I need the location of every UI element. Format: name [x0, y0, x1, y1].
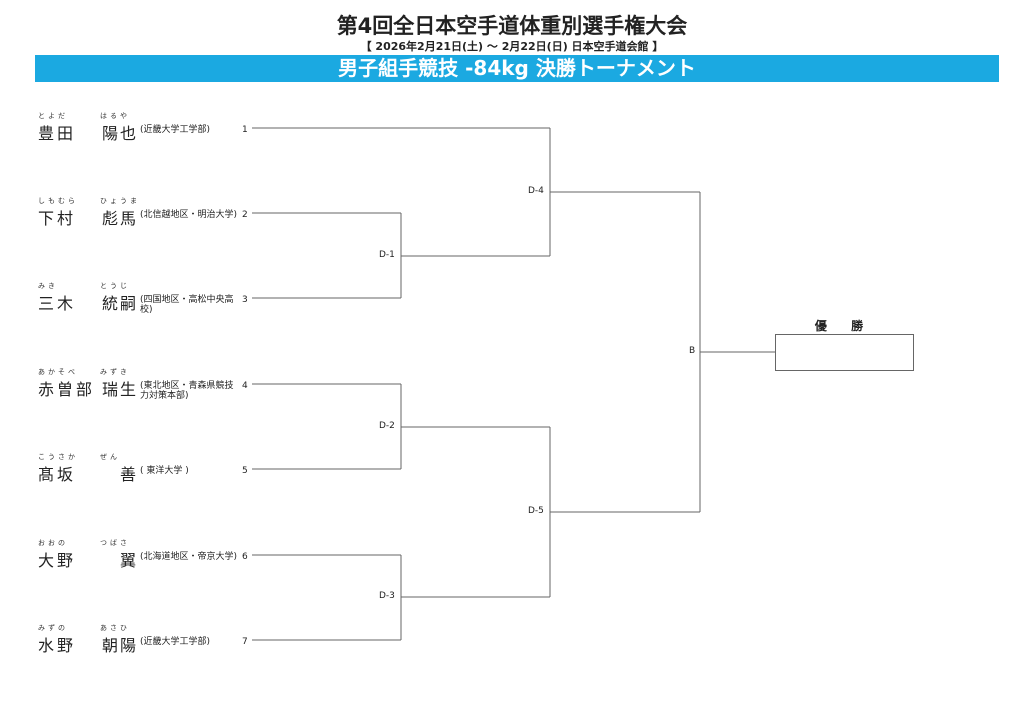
- match-label-b: B: [689, 346, 696, 356]
- given-name: 善: [119, 465, 138, 484]
- affiliation: (北信越地区・明治大学): [140, 210, 238, 220]
- match-label-d3: D-3: [379, 591, 395, 601]
- affiliation: (四国地区・高松中央高校): [140, 295, 234, 315]
- family-name: 豊田: [38, 124, 77, 143]
- family-name-kana: みき: [38, 282, 58, 290]
- family-name-kana: こうさか: [38, 453, 78, 461]
- given-name: 瑞生: [101, 380, 138, 399]
- family-name: 赤曽部: [38, 380, 96, 399]
- affiliation: (近畿大学工学部): [140, 125, 211, 135]
- affiliation: (東北地区・青森県競技力対策本部): [140, 381, 234, 401]
- bracket-banner: 男子組手競技 -84kg 決勝トーナメント: [35, 55, 999, 82]
- family-name: 水野: [38, 636, 77, 655]
- winner-box: [775, 334, 914, 371]
- page-title: 第4回全日本空手道体重別選手権大会: [336, 14, 688, 38]
- seed-number: 1: [242, 125, 248, 135]
- given-name: 翼: [119, 551, 138, 570]
- seed-number: 5: [242, 466, 248, 476]
- match-label-d2: D-2: [379, 421, 395, 431]
- given-name: 統嗣: [101, 294, 138, 313]
- seed-number: 7: [242, 637, 248, 647]
- player-entry: とよだ豊田 はるや陽也(近畿大学工学部) 1: [38, 112, 250, 146]
- seed-number: 6: [242, 552, 248, 562]
- player-entry: おおの大野 つばさ翼(北海道地区・帝京大学) 6: [38, 539, 250, 573]
- given-name: 彪馬: [101, 209, 138, 228]
- match-label-d5: D-5: [528, 506, 544, 516]
- family-name-kana: おおの: [38, 539, 68, 547]
- given-name-kana: ひょうま: [100, 197, 140, 205]
- given-name-kana: とうじ: [100, 282, 130, 290]
- given-name-kana: つばさ: [100, 539, 130, 547]
- player-entry: みずの水野 あさひ朝陽(近畿大学工学部) 7: [38, 624, 250, 658]
- family-name-kana: とよだ: [38, 112, 68, 120]
- match-label-d1: D-1: [379, 250, 395, 260]
- player-entry: しもむら下村 ひょうま彪馬(北信越地区・明治大学) 2: [38, 197, 250, 231]
- given-name-kana: みずき: [100, 368, 130, 376]
- family-name-kana: あかそべ: [38, 368, 78, 376]
- player-entry: みき三木 とうじ統嗣(四国地区・高松中央高校) 3: [38, 282, 250, 316]
- given-name-kana: ぜん: [100, 453, 120, 461]
- family-name-kana: しもむら: [38, 197, 78, 205]
- given-name-kana: はるや: [100, 112, 130, 120]
- family-name: 下村: [38, 209, 77, 228]
- seed-number: 4: [242, 381, 248, 391]
- winner-label: 優 勝: [814, 319, 874, 333]
- family-name: 大野: [38, 551, 77, 570]
- family-name: 三木: [38, 294, 77, 313]
- event-dates-venue: 【 2026年2月21日(土) ～ 2月22日(日) 日本空手道会館 】: [360, 40, 664, 53]
- affiliation: (近畿大学工学部): [140, 637, 211, 647]
- seed-number: 3: [242, 295, 248, 305]
- given-name-kana: あさひ: [100, 624, 130, 632]
- affiliation: ( 東洋大学 ): [140, 466, 189, 476]
- given-name: 朝陽: [101, 636, 138, 655]
- affiliation: (北海道地区・帝京大学): [140, 552, 238, 562]
- seed-number: 2: [242, 210, 248, 220]
- given-name: 陽也: [101, 124, 138, 143]
- family-name-kana: みずの: [38, 624, 68, 632]
- player-entry: あかそべ赤曽部みずき瑞生(東北地区・青森県競技力対策本部) 4: [38, 368, 250, 402]
- player-entry: こうさか髙坂 ぜん善( 東洋大学 ) 5: [38, 453, 250, 487]
- match-label-d4: D-4: [528, 186, 544, 196]
- family-name: 髙坂: [38, 465, 77, 484]
